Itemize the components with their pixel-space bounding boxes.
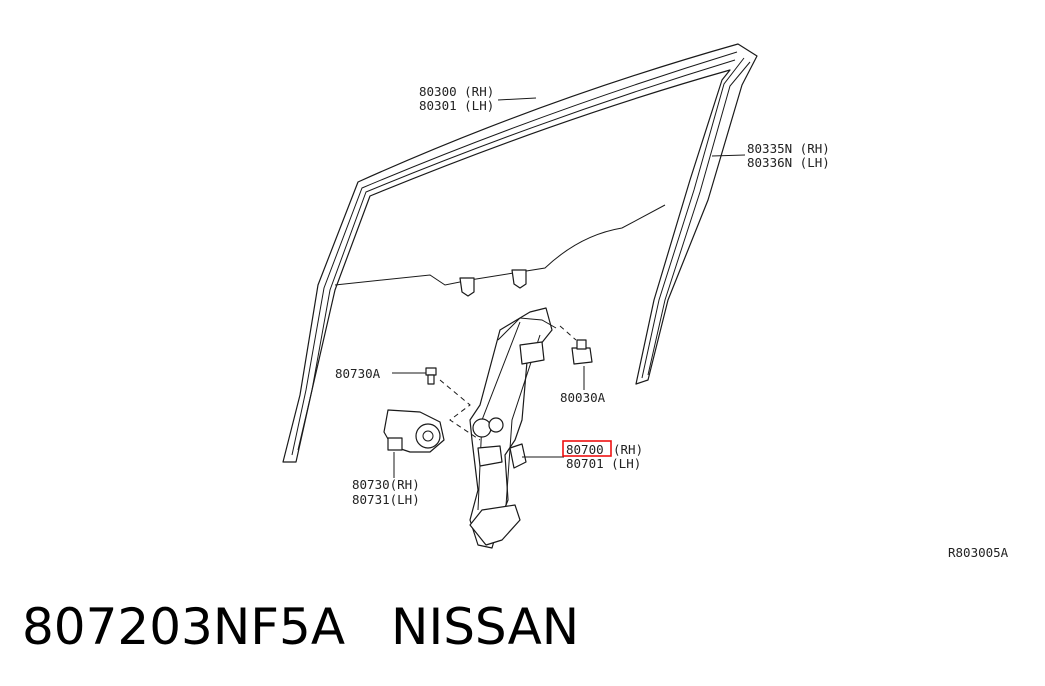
label-bolt-a: 80730A	[335, 366, 381, 381]
label-regulator-rh-side: (RH)	[613, 442, 643, 457]
brand-name: NISSAN	[391, 598, 580, 656]
parts-diagram: 80300 (RH) 80301 (LH) 80335N (RH) 80336N…	[282, 43, 1009, 560]
leader-sash	[497, 97, 537, 101]
nut-80030a	[559, 325, 593, 365]
door-sash-glass	[282, 43, 758, 463]
label-motor-lh: 80731(LH)	[352, 492, 420, 507]
leader-channel	[711, 154, 746, 157]
label-regulator-lh: 80701 (LH)	[566, 456, 641, 471]
label-sash-rh: 80300 (RH)	[419, 84, 494, 99]
label-sash-lh: 80301 (LH)	[419, 98, 494, 113]
label-regulator-rh-number: 80700	[566, 442, 604, 457]
label-motor-rh: 80730(RH)	[352, 477, 420, 492]
window-regulator	[469, 307, 557, 549]
label-nut-a: 80030A	[560, 390, 606, 405]
label-channel-rh: 80335N (RH)	[747, 141, 830, 156]
part-number: 807203NF5A	[22, 598, 346, 656]
part-caption: 807203NF5A NISSAN	[22, 598, 579, 656]
highlight-box	[562, 440, 612, 457]
bolt-80730a	[425, 367, 481, 441]
reference-code: R803005A	[948, 545, 1009, 560]
label-channel-lh: 80336N (LH)	[747, 155, 830, 170]
regulator-motor	[383, 409, 445, 453]
